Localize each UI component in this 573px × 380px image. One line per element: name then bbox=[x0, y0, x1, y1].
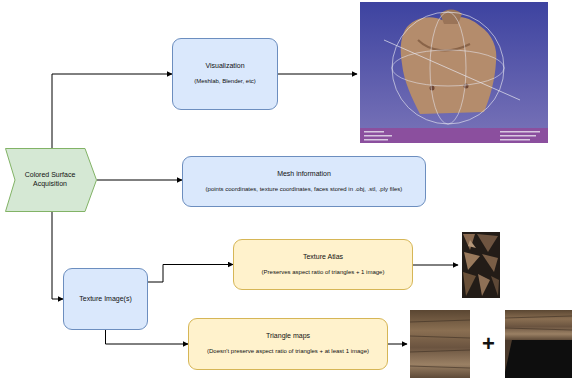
box-title: Visualization bbox=[205, 62, 244, 71]
box-description: (Preserves aspect ratio of triangles + 1… bbox=[262, 269, 385, 277]
triangle-map-images bbox=[410, 310, 572, 378]
box-description: (points coordinates, texture coordinates… bbox=[206, 186, 403, 194]
box-title: Texture Image(s) bbox=[79, 295, 132, 304]
process-box: Visualization (Meshlab, Blender, etc) bbox=[172, 38, 278, 110]
plus-sign: + bbox=[482, 333, 495, 355]
start-shape: Colored Surface Acquisition bbox=[5, 148, 97, 212]
box-description: (Meshlab, Blender, etc) bbox=[194, 78, 256, 86]
box-title: Triangle maps bbox=[266, 332, 310, 341]
output-arrows bbox=[278, 74, 458, 344]
connector-arrow bbox=[52, 212, 63, 299]
process-box: Texture Image(s) bbox=[63, 268, 148, 330]
process-box: Texture Atlas (Preserves aspect ratio of … bbox=[233, 239, 413, 290]
atlas-image bbox=[462, 232, 500, 298]
process-box: Mesh information (points coordinates, tex… bbox=[182, 156, 426, 207]
box-title: Texture Atlas bbox=[303, 253, 343, 262]
connector-arrow bbox=[52, 74, 172, 148]
render-view bbox=[360, 2, 548, 143]
connector-arrow bbox=[148, 265, 233, 283]
box-title: Mesh information bbox=[277, 170, 331, 179]
process-box: Triangle maps (Doesn't preserve aspect ra… bbox=[188, 318, 388, 370]
box-description: (Doesn't preserve aspect ratio of triang… bbox=[207, 348, 369, 356]
connector-arrow bbox=[97, 180, 182, 181]
box-title: Colored Surface Acquisition bbox=[19, 171, 81, 189]
connector-arrow bbox=[106, 330, 189, 344]
